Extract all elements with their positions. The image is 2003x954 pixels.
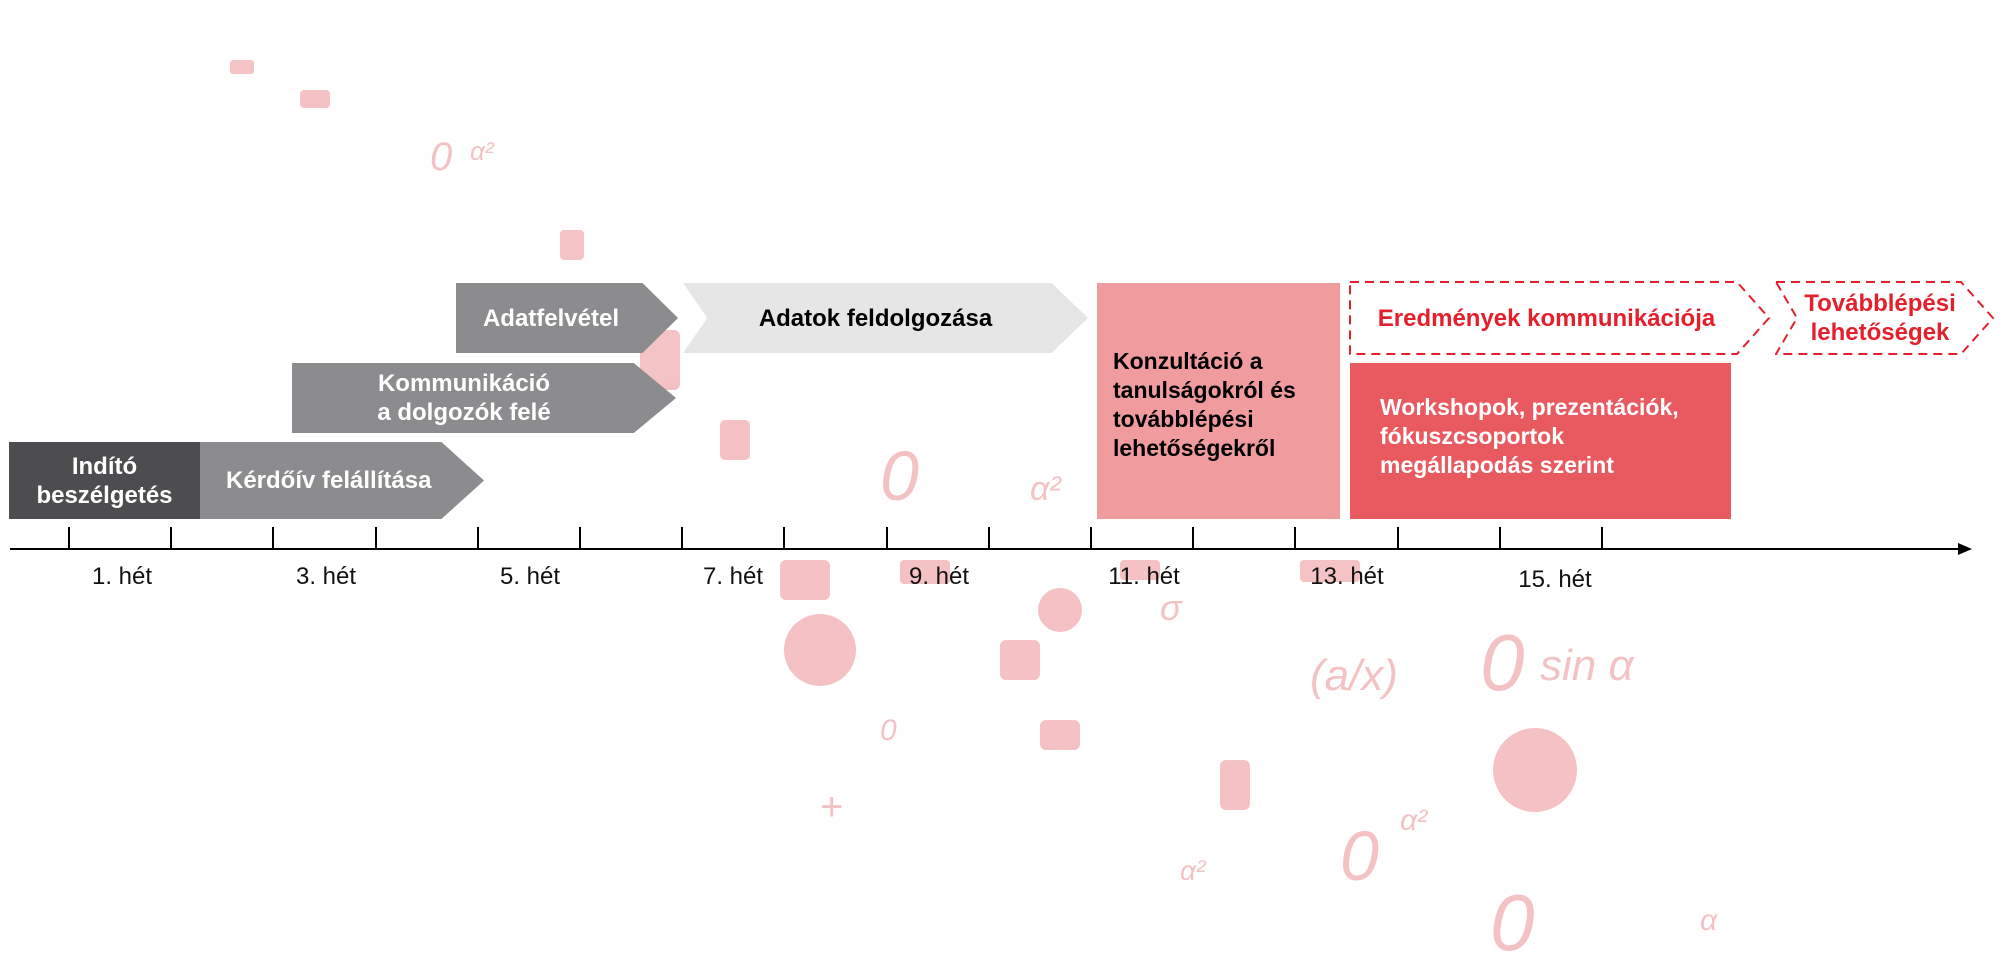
svg-text:α²: α² [1180, 855, 1207, 886]
svg-text:(a/x): (a/x) [1310, 651, 1398, 700]
svg-text:0: 0 [1480, 618, 1525, 707]
phase-eredmenyek-label-wrap: Eredmények kommunikációja [1349, 281, 1744, 355]
phase-eredmenyek-dashed-arrow [1349, 281, 1771, 355]
tick-label-week-9: 9. hét [908, 563, 970, 590]
tick-label-week-11: 11. hét [1108, 563, 1180, 590]
svg-text:+: + [820, 785, 843, 829]
tick-label-week-5: 5. hét [499, 563, 561, 590]
tick-label-week-13: 13. hét [1310, 563, 1384, 590]
svg-text:0: 0 [880, 437, 919, 515]
phase-konzultacio-label: Konzultáció a tanulságokról és továbblép… [1113, 348, 1296, 461]
svg-text:0: 0 [880, 714, 897, 747]
phase-workshopok-box: Workshopok, prezentációk, fókuszcsoporto… [1350, 363, 1731, 519]
svg-text:sin α: sin α [1540, 641, 1635, 690]
phase-tovabblepesi-label: Továbblépési lehetőségek [1804, 290, 1956, 346]
tick-label-week-7: 7. hét [702, 563, 764, 590]
svg-text:α²: α² [1400, 804, 1428, 837]
svg-text:σ: σ [1160, 587, 1183, 628]
phase-adatok-feldolgozasa-arrow: Adatok feldolgozása [683, 283, 1088, 353]
tick-label-week-3: 3. hét [295, 563, 357, 590]
svg-text:0: 0 [1490, 878, 1535, 954]
phase-kerdoiv-label: Kérdőív felállítása [226, 467, 432, 494]
svg-text:α²: α² [470, 136, 495, 166]
phase-adatfelvetel-arrow: Adatfelvétel [456, 283, 678, 353]
axis-ticks [68, 527, 1603, 549]
phase-feldolgozas-label: Adatok feldolgozása [758, 304, 993, 332]
phase-eredmenyek-label: Eredmények kommunikációja [1377, 304, 1716, 332]
phase-workshopok-label: Workshopok, prezentációk, fókuszcsoporto… [1380, 393, 1679, 478]
phase-tovabblepesi-label-wrap: Továbblépési lehetőségek [1790, 281, 1970, 355]
phase-indito-label: Indító beszélgetés [36, 452, 173, 509]
svg-text:α²: α² [1030, 470, 1062, 508]
svg-text:0: 0 [1340, 817, 1379, 895]
tick-label-week-15: 15. hét [1518, 566, 1592, 593]
phase-adatfelvetel-label: Adatfelvétel [482, 304, 620, 332]
svg-text:α: α [1700, 904, 1718, 937]
phase-tovabblepesi-dashed-chevron [1775, 281, 1995, 355]
axis-arrowhead [1958, 543, 1972, 555]
phase-indito-beszelgetes: Indító beszélgetés [9, 442, 200, 519]
svg-text:0: 0 [430, 135, 452, 179]
phase-kommunikacio-arrow: Kommunikáció a dolgozók felé [292, 363, 676, 433]
phase-kerdoiv-arrow: Kérdőív felállítása [200, 442, 484, 519]
phase-kommunikacio-label: Kommunikáció a dolgozók felé [377, 370, 551, 426]
phase-konzultacio-box: Konzultáció a tanulságokról és továbblép… [1097, 283, 1340, 519]
tick-label-week-1: 1. hét [91, 563, 153, 590]
